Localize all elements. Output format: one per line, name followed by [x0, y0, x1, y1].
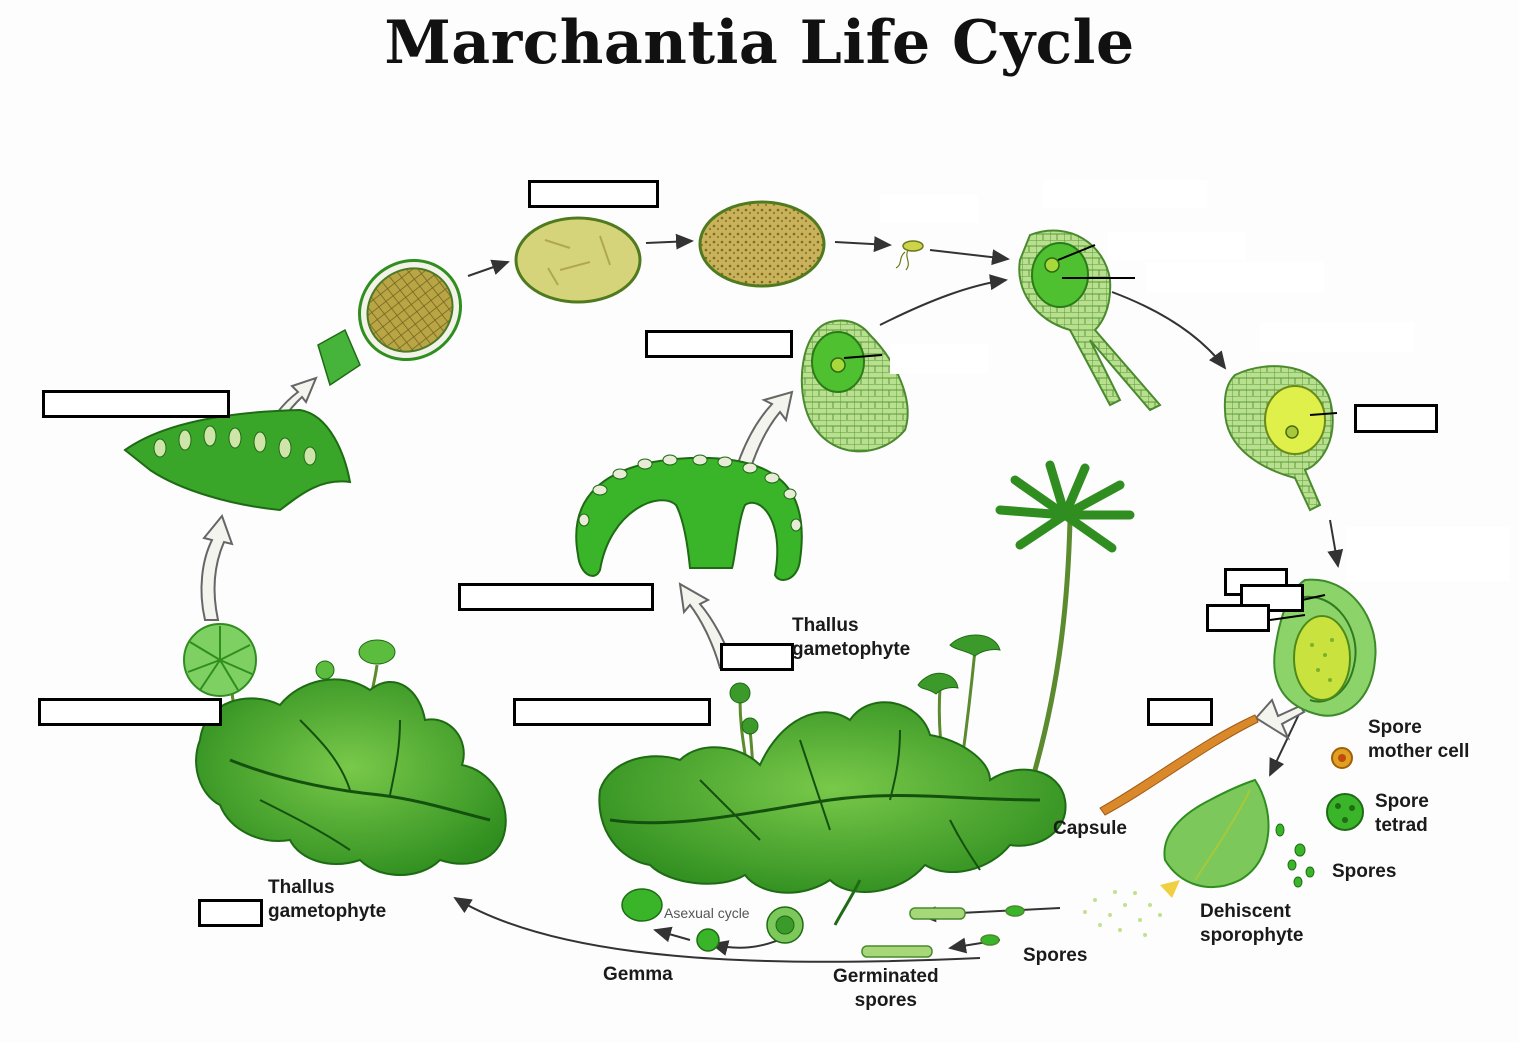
label-mask [880, 195, 978, 223]
blank-label-box[interactable] [458, 583, 654, 611]
capsule-elater [1099, 714, 1259, 816]
spore-mother-cell-label: Spore mother cell [1368, 717, 1470, 762]
spores-right-label: Spores [1332, 861, 1397, 882]
arrow-return-to-thallus [453, 896, 981, 963]
arrow-egg-to-fertilized [645, 233, 694, 250]
blank-label-box[interactable] [720, 643, 794, 671]
blank-label-box[interactable] [198, 899, 263, 927]
arrow-spore-to-sperm [834, 236, 892, 253]
blank-label-box[interactable] [513, 698, 711, 726]
label-mask [1108, 232, 1246, 260]
archegonium-embryo [1018, 229, 1162, 412]
arrow-to-dehiscent [1269, 711, 1301, 777]
dehiscent-sporophyte-label: Dehiscent sporophyte [1200, 901, 1304, 946]
label-mask [1346, 527, 1510, 581]
label-mask [1260, 322, 1414, 352]
archegonium-center [800, 319, 909, 453]
arrow-sperm-to-archegonium [929, 249, 1010, 266]
thallus-gametophyte-center-label: Thallus gametophyte [792, 615, 911, 660]
arrow-zygote-to-mature [467, 259, 510, 277]
sperm [895, 240, 924, 271]
capsule-label: Capsule [1053, 818, 1127, 839]
arrow-developing-to-sporophyte [1327, 519, 1344, 568]
blank-label-box[interactable] [1206, 604, 1270, 632]
label-mask [1146, 262, 1324, 292]
label-mask [890, 344, 988, 374]
dehiscent-sporophyte-shape [1083, 778, 1270, 937]
hollow-arrow-left-up [200, 513, 234, 621]
receptacle-section-center [575, 454, 803, 581]
mature-sporophyte [1269, 578, 1377, 717]
spore-cells-top [514, 200, 826, 304]
gemmae [621, 888, 804, 952]
antheridial-receptacle [123, 408, 352, 512]
blank-label-box[interactable] [42, 390, 230, 418]
germinated-spores-label: Germinated spores [833, 966, 939, 1011]
antheridium [317, 258, 463, 387]
spores-bottom-label: Spores [1023, 945, 1088, 966]
spore-tetrad-shape [1326, 793, 1364, 831]
spore-tetrad-label: Spore tetrad [1375, 791, 1429, 836]
blank-label-box[interactable] [1354, 404, 1438, 433]
thallus-center [598, 701, 1067, 926]
arrow-gemma-to-thallus [653, 926, 691, 943]
thallus-left [195, 678, 507, 876]
blank-label-box[interactable] [38, 698, 222, 726]
arrow-embryo-to-developing [1111, 291, 1227, 370]
germinated-spores [861, 905, 1025, 958]
developing-sporophyte [1223, 365, 1338, 512]
blank-label-box[interactable] [1147, 698, 1213, 726]
thallus-gametophyte-left-label: Thallus gametophyte [268, 877, 387, 922]
hollow-arrows [200, 376, 1306, 741]
asexual-cycle-label: Asexual cycle [664, 905, 750, 921]
label-mask [1043, 180, 1207, 208]
spores-shape [1275, 823, 1315, 888]
arrow-archegonium-to-embryo [879, 274, 1008, 326]
blank-label-box[interactable] [528, 180, 659, 208]
blank-label-box[interactable] [645, 330, 793, 358]
diagram-title: Marchantia Life Cycle [384, 8, 1135, 78]
spore-mother-cell-shape [1331, 747, 1353, 769]
archegoniophore-tall [995, 460, 1135, 771]
gemma-label: Gemma [603, 964, 673, 985]
